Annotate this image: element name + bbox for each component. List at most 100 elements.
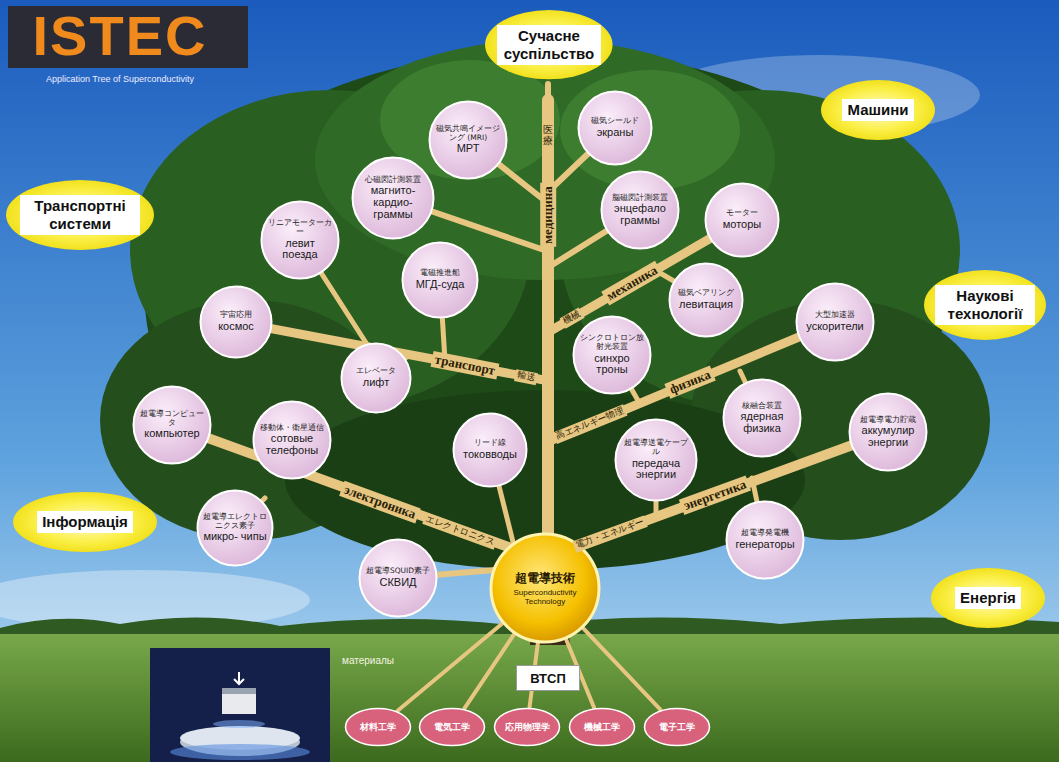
levitation-photo [150, 648, 330, 762]
oval-outline [821, 80, 935, 140]
node-text: ВТСП [530, 671, 566, 686]
oval-outline [6, 180, 154, 250]
branch-label: 高エネルギー物理 [553, 404, 628, 443]
node-label: Машини [842, 99, 913, 121]
node-label: генераторы [731, 539, 798, 551]
branch-label: электроника [339, 481, 420, 523]
application-circle: 宇宙応用космос [199, 285, 273, 359]
application-circle: 超電導エレクトロニクス素子микро- чипы [196, 489, 274, 567]
node-label: левитация [674, 299, 738, 311]
node-label: 材料工学 [349, 721, 407, 734]
node-label: 超電導エレクトロニクス素子 [202, 513, 268, 530]
node-label: シンクロトロン放射光装置 [578, 334, 645, 351]
node-label: 磁気シールド [583, 117, 647, 126]
node-text: 超電導電力貯蔵аккумулир энергии [854, 416, 921, 449]
root-outline [420, 709, 485, 746]
node-label: СКВИД [364, 577, 431, 589]
node-text: Інформація [27, 511, 144, 533]
oval-outline [931, 568, 1045, 628]
node-text: 磁気共鳴イメージング (MRI)МРТ [434, 125, 501, 155]
node-text: 心磁図計測装置магнито- кардио- граммы [358, 176, 429, 220]
circle-outline [430, 102, 507, 179]
branch-label: 輸送 [514, 369, 538, 385]
logo-panel [8, 6, 248, 68]
circle-outline [616, 420, 697, 501]
application-circle: 超電導電力貯蔵аккумулир энергии [848, 392, 928, 472]
branch-label: транспорт [431, 351, 500, 379]
node-label: ядерная физика [728, 411, 795, 434]
branch-label: 機械 [560, 307, 585, 328]
label-box: ВТСП [516, 665, 580, 691]
node-text: 脳磁図計測装置энцефало граммы [606, 194, 673, 227]
application-circle: シンクロトロン放射光装置синхро троны [572, 315, 652, 395]
discipline-circle: 応用物理学 [493, 707, 561, 747]
node-label: левит поезда [266, 238, 333, 261]
application-circle: 電磁推進船МГД-суда [401, 241, 479, 319]
node-label: 電子工学 [648, 721, 706, 734]
node-text: 機械工学 [573, 721, 631, 734]
node-label: 電気工学 [423, 721, 481, 734]
node-text: 核融合装置ядерная физика [728, 402, 795, 435]
oval-outline [13, 492, 157, 552]
application-circle: 超電導SQUID素子СКВИД [358, 538, 438, 618]
circle-outline [724, 380, 801, 457]
logo-text: ISTEC [33, 8, 208, 64]
root-outline [645, 709, 710, 746]
node-label: Транспортні системи [20, 195, 140, 235]
node-text: 電気工学 [423, 721, 481, 734]
node-label: компьютер [138, 428, 205, 440]
node-label: 核融合装置 [728, 402, 795, 411]
node-text: 磁気ベアリングлевитация [674, 289, 738, 310]
node-label: エレベータ [346, 367, 406, 376]
circle-outline [670, 264, 743, 337]
node-text: Транспортні системи [20, 195, 140, 235]
circle-outline [579, 92, 652, 165]
node-text: Енергія [942, 587, 1035, 609]
node-label: микро- чипы [202, 531, 268, 543]
application-circle: 核融合装置ядерная физика [722, 378, 802, 458]
node-label: аккумулир энергии [854, 425, 921, 448]
oval-outline [485, 10, 613, 79]
application-circle: 超電導送電ケーブルпередача энергии [614, 418, 698, 502]
node-text: 電磁推進船МГД-суда [407, 269, 473, 290]
circle-outline [353, 158, 434, 239]
node-text: 超電導発電機генераторы [731, 529, 798, 550]
application-circle: 磁気共鳴イメージング (MRI)МРТ [428, 100, 508, 180]
node-label: 移動体・衛星通信 [258, 424, 325, 433]
node-label: токовводы [458, 449, 522, 461]
application-circle: 超電導コンピュータкомпьютер [132, 385, 212, 465]
node-label: магнито- кардио- граммы [358, 185, 429, 220]
node-label: 大型加速器 [801, 311, 868, 320]
node-label: 宇宙応用 [205, 311, 267, 320]
discipline-circle: 電気工学 [418, 707, 486, 747]
circle-outline [134, 387, 211, 464]
branch-label: 医療 [543, 124, 553, 146]
node-text: 磁気シールドэкраны [583, 117, 647, 138]
node-label: リニアモーターカー [266, 219, 333, 236]
node-text: 応用物理学 [498, 721, 556, 734]
node-label: Superconductivity Technology [500, 589, 590, 607]
application-circle: 磁気ベアリングлевитация [668, 262, 744, 338]
core-outline [491, 534, 599, 642]
application-circle: 脳磁図計測装置энцефало граммы [600, 170, 680, 250]
node-text: 電子工学 [648, 721, 706, 734]
category-oval: Сучасне суспільство [484, 9, 614, 80]
circle-outline [602, 172, 679, 249]
circle-outline [342, 344, 411, 413]
node-label: 磁気ベアリング [674, 289, 738, 298]
circle-outline [360, 540, 437, 617]
grass [0, 634, 1059, 762]
circle-outline [706, 184, 779, 257]
photo-caption: материалы [342, 655, 394, 666]
node-text: 超電導コンピュータкомпьютер [138, 410, 205, 440]
node-label: 超電導電力貯蔵 [854, 416, 921, 425]
node-text: シンクロトロン放射光装置синхро троны [578, 334, 645, 375]
root-outline [495, 709, 560, 746]
circle-outline [850, 394, 927, 471]
node-label: リード線 [458, 439, 522, 448]
node-label: 電磁推進船 [407, 269, 473, 278]
node-label: лифт [346, 377, 406, 389]
